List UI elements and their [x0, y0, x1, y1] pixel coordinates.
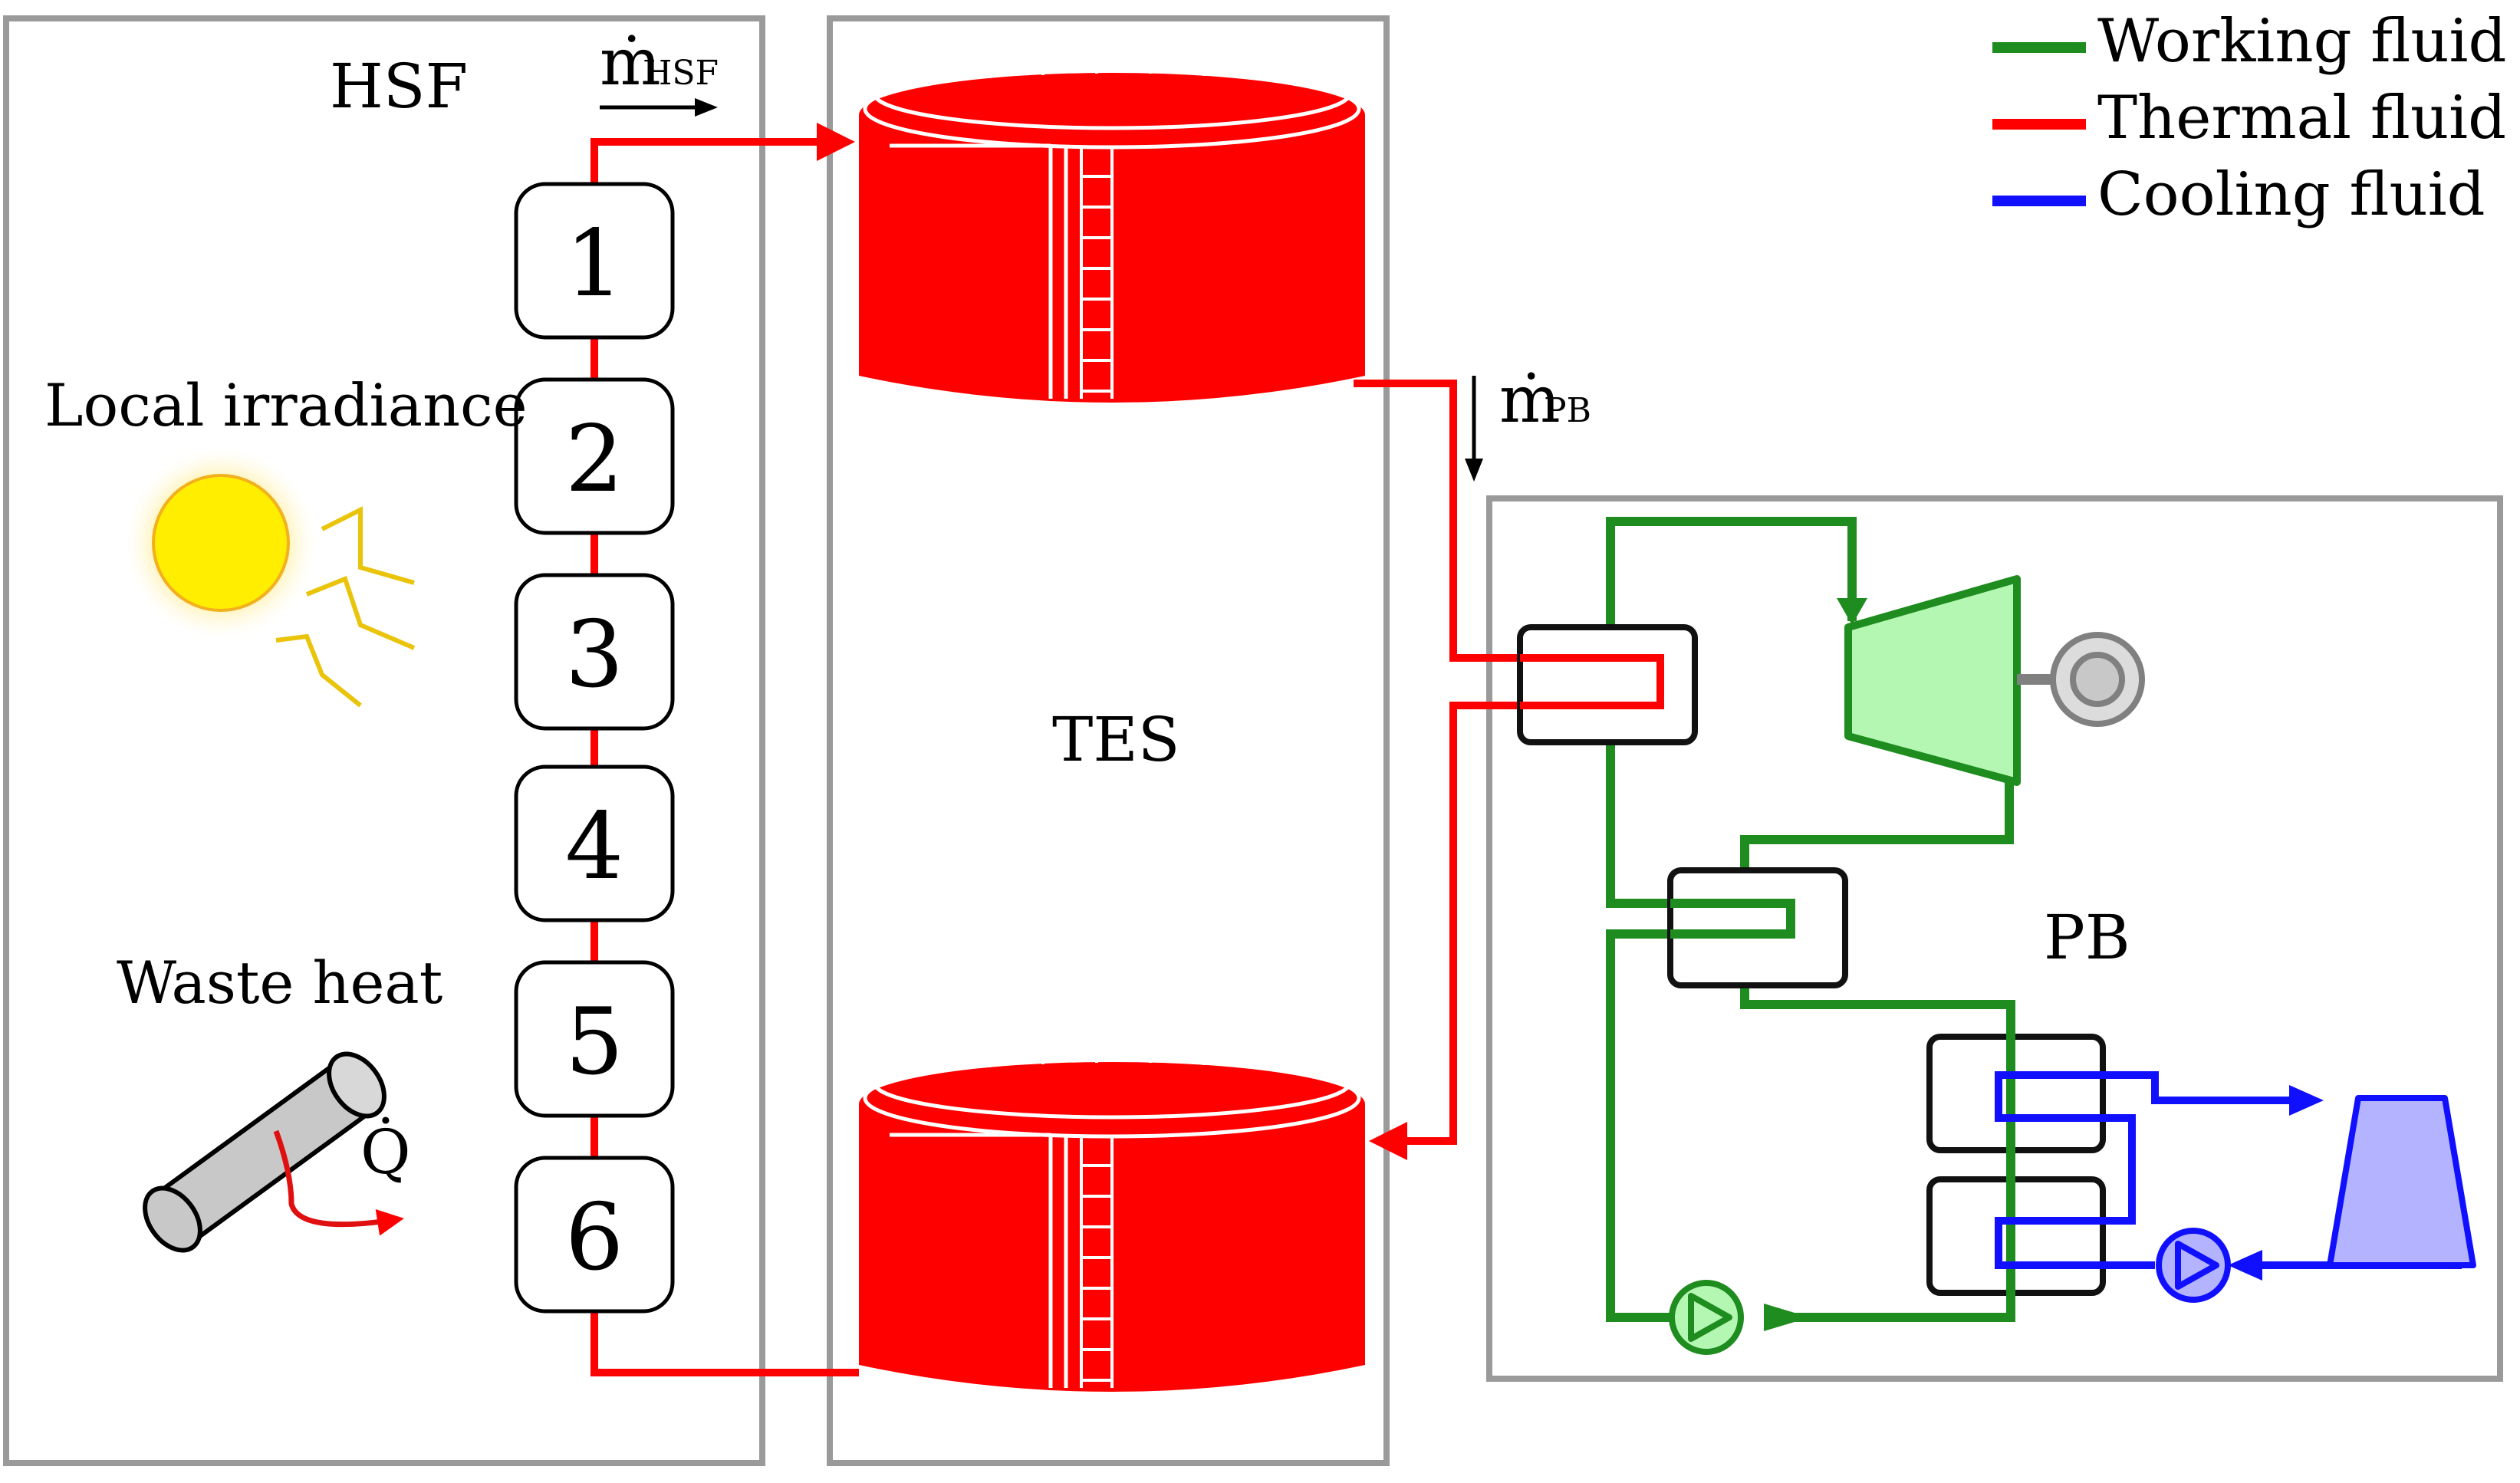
legend: Working fluid Thermal fluid Cooling flui… [1992, 7, 2506, 229]
tes-frame [827, 15, 1390, 1466]
mdot-pb-symbol: ṁ [1499, 362, 1561, 437]
qdot-label: Q̇ [360, 1116, 411, 1188]
module-label: 1 [565, 211, 623, 317]
mdot-hsf-subscript: HSF [643, 54, 719, 93]
generator-icon [2050, 632, 2145, 727]
module-label: 3 [565, 602, 623, 709]
turbine-icon [1844, 575, 2063, 786]
recuperator-heat-exchanger [1667, 867, 1848, 988]
cooling-pump-icon [2156, 1228, 2231, 1303]
module-label: 2 [565, 406, 623, 513]
module-box [514, 377, 675, 535]
module-box [514, 960, 675, 1118]
recuperator-green-coil [1670, 899, 1795, 939]
module-box [514, 765, 675, 922]
module-box [514, 1156, 675, 1314]
pb-label: PB [2044, 902, 2130, 973]
module-box [514, 573, 675, 731]
legend-label-working: Working fluid [2097, 7, 2506, 76]
condenser-heat-exchanger-bottom [1926, 1176, 2106, 1296]
module-label: 4 [565, 794, 623, 900]
module-box [514, 182, 675, 340]
legend-label-thermal: Thermal fluid [2097, 84, 2506, 153]
cooling-tower-icon [2327, 1095, 2476, 1268]
mdot-hsf-symbol: ṁ [600, 25, 661, 100]
waste-heat-label: Waste heat [117, 949, 442, 1017]
hsf-label: HSF [330, 51, 468, 122]
hot-storage-tank [859, 58, 1365, 403]
pipe-icon [143, 1051, 404, 1253]
sun-icon [121, 443, 416, 708]
working-fluid-pump-icon [1669, 1280, 1744, 1355]
hsf-supply-pipe [591, 123, 855, 184]
pb-frame [1486, 495, 2503, 1382]
legend-label-cooling: Cooling fluid [2097, 160, 2485, 229]
cold-storage-tank [859, 1047, 1365, 1392]
hsf-return-pipe [591, 1304, 859, 1376]
hsf-frame [3, 15, 765, 1466]
evaporator-heat-exchanger [1517, 624, 1698, 745]
module-label: 6 [565, 1185, 623, 1291]
mdot-pb-subscript: PB [1544, 391, 1591, 430]
condenser-heat-exchanger-top [1926, 1034, 2106, 1153]
local-irradiance-label: Local irradiance [44, 371, 528, 439]
tes-label: TES [1052, 704, 1180, 775]
module-label: 5 [565, 989, 623, 1096]
hsf-modules: 1 2 3 4 5 6 [514, 182, 675, 1314]
evaporator-red-coil [1520, 654, 1664, 709]
